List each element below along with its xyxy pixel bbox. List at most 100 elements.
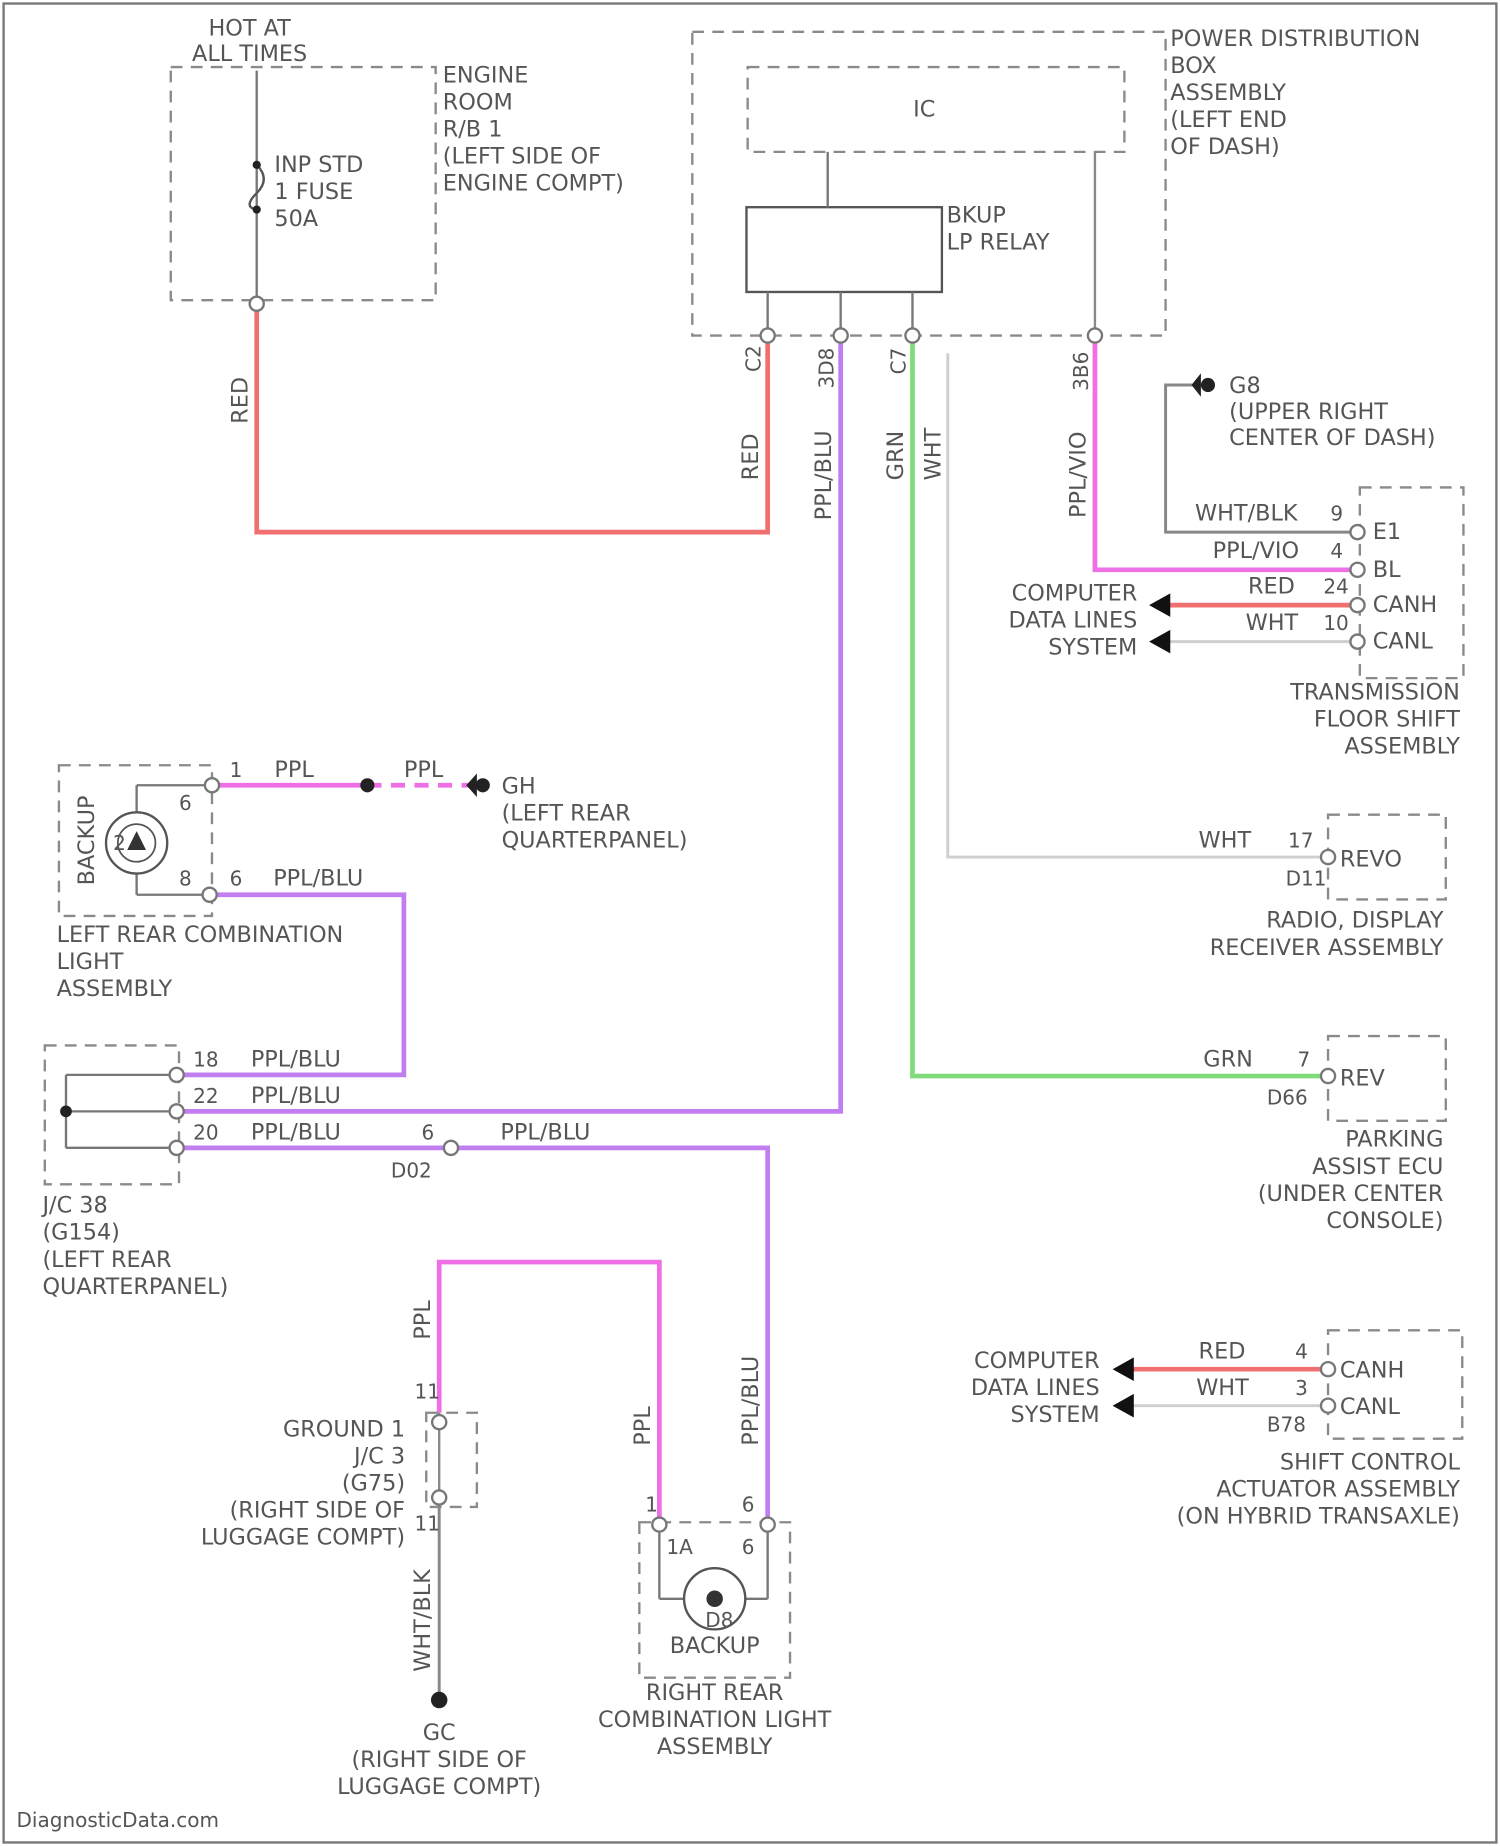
ground-pin-top: 11 [414, 1380, 439, 1404]
red-label-sca: RED [1199, 1339, 1246, 1365]
trans-pin-canh: CANH [1373, 592, 1437, 618]
radio-pin-17: 17 [1288, 829, 1313, 853]
cdl-trans-line1: COMPUTER [1012, 580, 1138, 606]
sca-conn-b78: B78 [1267, 1413, 1306, 1437]
wht-label-radio: WHT [1199, 828, 1252, 854]
trans-name-line1: TRANSMISSION [1289, 679, 1460, 705]
pdb-line4: (LEFT END [1170, 107, 1287, 133]
sca-pin-num-3: 3 [1295, 1376, 1308, 1400]
fuse-line3: 50A [274, 206, 318, 232]
sca-name-line1: SHIFT CONTROL [1280, 1449, 1461, 1475]
jc-internal-splice [60, 1105, 72, 1117]
rr-socket: D8 [705, 1608, 733, 1632]
conn-d02-pin: 6 [422, 1121, 435, 1145]
jc-name-line1: J/C 38 [40, 1193, 107, 1219]
watermark: DiagnosticData.com [17, 1808, 219, 1832]
grn-label-park: GRN [1203, 1047, 1253, 1073]
conn-d02-label: D02 [391, 1158, 432, 1182]
ppl-label-lr2: PPL [404, 757, 444, 783]
pdb-line1: POWER DISTRIBUTION [1170, 26, 1420, 52]
gh-line3: QUARTERPANEL) [502, 828, 688, 854]
lr-bulb-num: 2 [113, 831, 126, 855]
wht-label-trans: WHT [1246, 610, 1299, 636]
wht-blk-label-trans: WHT/BLK [1195, 500, 1299, 526]
jc-name-line4: QUARTERPANEL) [42, 1274, 228, 1300]
ground-name-line1: GROUND 1 [283, 1416, 405, 1442]
trans-pin-bl: BL [1373, 557, 1401, 583]
ppl-vio-vertical-label: PPL/VIO [1066, 432, 1092, 518]
ppl-blu-label-d02: PPL/BLU [500, 1120, 590, 1146]
gc-line3: LUGGAGE COMPT) [337, 1774, 541, 1800]
wht-vertical-label: WHT [921, 427, 947, 480]
cdl-trans-line2: DATA LINES [1009, 607, 1138, 633]
jc-name-line3: (LEFT REAR [42, 1247, 171, 1273]
lr-pin-6-outer: 6 [230, 866, 243, 890]
trans-pin-num-4: 4 [1330, 539, 1343, 563]
grn-vertical-label: GRN [883, 431, 909, 481]
trans-name-line2: FLOOR SHIFT [1314, 706, 1460, 732]
trans-name-line3: ASSEMBLY [1344, 733, 1460, 759]
rr-pin-1: 1 [645, 1493, 658, 1517]
pdb-line2: BOX [1170, 53, 1216, 79]
cdl-trans-line3: SYSTEM [1048, 635, 1137, 661]
park-name-line4: CONSOLE) [1326, 1208, 1443, 1234]
lr-pin-8-inner: 8 [179, 866, 192, 890]
ground-pin-bottom: 11 [414, 1511, 439, 1535]
splice-lr-ppl [360, 778, 374, 792]
rr-pin-6: 6 [742, 1493, 755, 1517]
ground-name-line3: (G75) [342, 1470, 405, 1496]
ppl-blu-label-lr: PPL/BLU [273, 865, 363, 891]
red-label-left: RED [227, 377, 253, 424]
cdl-sca-line1: COMPUTER [974, 1348, 1100, 1374]
sca-pin-canh: CANH [1340, 1357, 1404, 1383]
gc-line2: (RIGHT SIDE OF [351, 1747, 526, 1773]
trans-pin-num-24: 24 [1323, 574, 1348, 598]
engine-rb-line4: (LEFT SIDE OF [443, 144, 601, 170]
radio-revo-pin: REVO [1340, 846, 1402, 872]
engine-rb-line1: ENGINE [443, 62, 529, 88]
gc-ground-symbol [431, 1692, 447, 1708]
ground-name-line4: (RIGHT SIDE OF [230, 1498, 405, 1524]
radio-pin-d11: D11 [1286, 866, 1327, 890]
park-name-line3: (UNDER CENTER [1258, 1181, 1444, 1207]
rr-pin-6-inner: 6 [742, 1535, 755, 1559]
park-rev-pin: REV [1340, 1065, 1386, 1091]
ppl-blu-vertical-label: PPL/BLU [811, 430, 837, 520]
relay-line2: LP RELAY [947, 230, 1050, 256]
gh-label: GH [502, 773, 536, 799]
rr-backup-label: BACKUP [670, 1633, 760, 1659]
pdb-conn-c7: C7 [886, 348, 910, 375]
gc-label: GC [423, 1720, 456, 1746]
jc-pin-20: 20 [193, 1121, 218, 1145]
park-name-line1: PARKING [1345, 1127, 1443, 1153]
hot-at-label: HOT AT [208, 15, 291, 41]
trans-pin-num-9: 9 [1330, 501, 1343, 525]
all-times-label: ALL TIMES [192, 41, 307, 67]
trans-pin-canl: CANL [1373, 629, 1434, 655]
lr-pin-1: 1 [230, 758, 243, 782]
lrcl-name-line3: ASSEMBLY [57, 976, 173, 1002]
rrcl-name-line1: RIGHT REAR [646, 1680, 784, 1706]
cdl-sca-line3: SYSTEM [1011, 1402, 1100, 1428]
lr-backup-label: BACKUP [74, 796, 100, 886]
cdl-sca-line2: DATA LINES [971, 1375, 1100, 1401]
trans-pin-e1: E1 [1373, 519, 1401, 545]
jc-pin-18: 18 [193, 1048, 218, 1072]
rrcl-name-line2: COMBINATION LIGHT [598, 1707, 832, 1733]
sca-name-line3: (ON HYBRID TRANSAXLE) [1177, 1503, 1460, 1529]
sca-pin-num-4: 4 [1295, 1340, 1308, 1364]
ppl-label-rr-vertical: PPL [630, 1406, 656, 1446]
pdb-line5: OF DASH) [1170, 134, 1279, 160]
ppl-label-lr1: PPL [274, 757, 314, 783]
jc-pin-22: 22 [193, 1084, 218, 1108]
fuse-terminal-bottom [253, 205, 261, 213]
red-label-right: RED [738, 433, 764, 480]
pdb-conn-c2: C2 [742, 345, 766, 372]
ground-name-line5: LUGGAGE COMPT) [201, 1525, 405, 1551]
fuse-terminal-top [253, 161, 261, 169]
ppl-blu-label-jc20: PPL/BLU [251, 1120, 341, 1146]
lrcl-name-line1: LEFT REAR COMBINATION [57, 922, 344, 948]
pdb-conn-3d8: 3D8 [815, 348, 839, 389]
ic-label: IC [913, 97, 935, 123]
